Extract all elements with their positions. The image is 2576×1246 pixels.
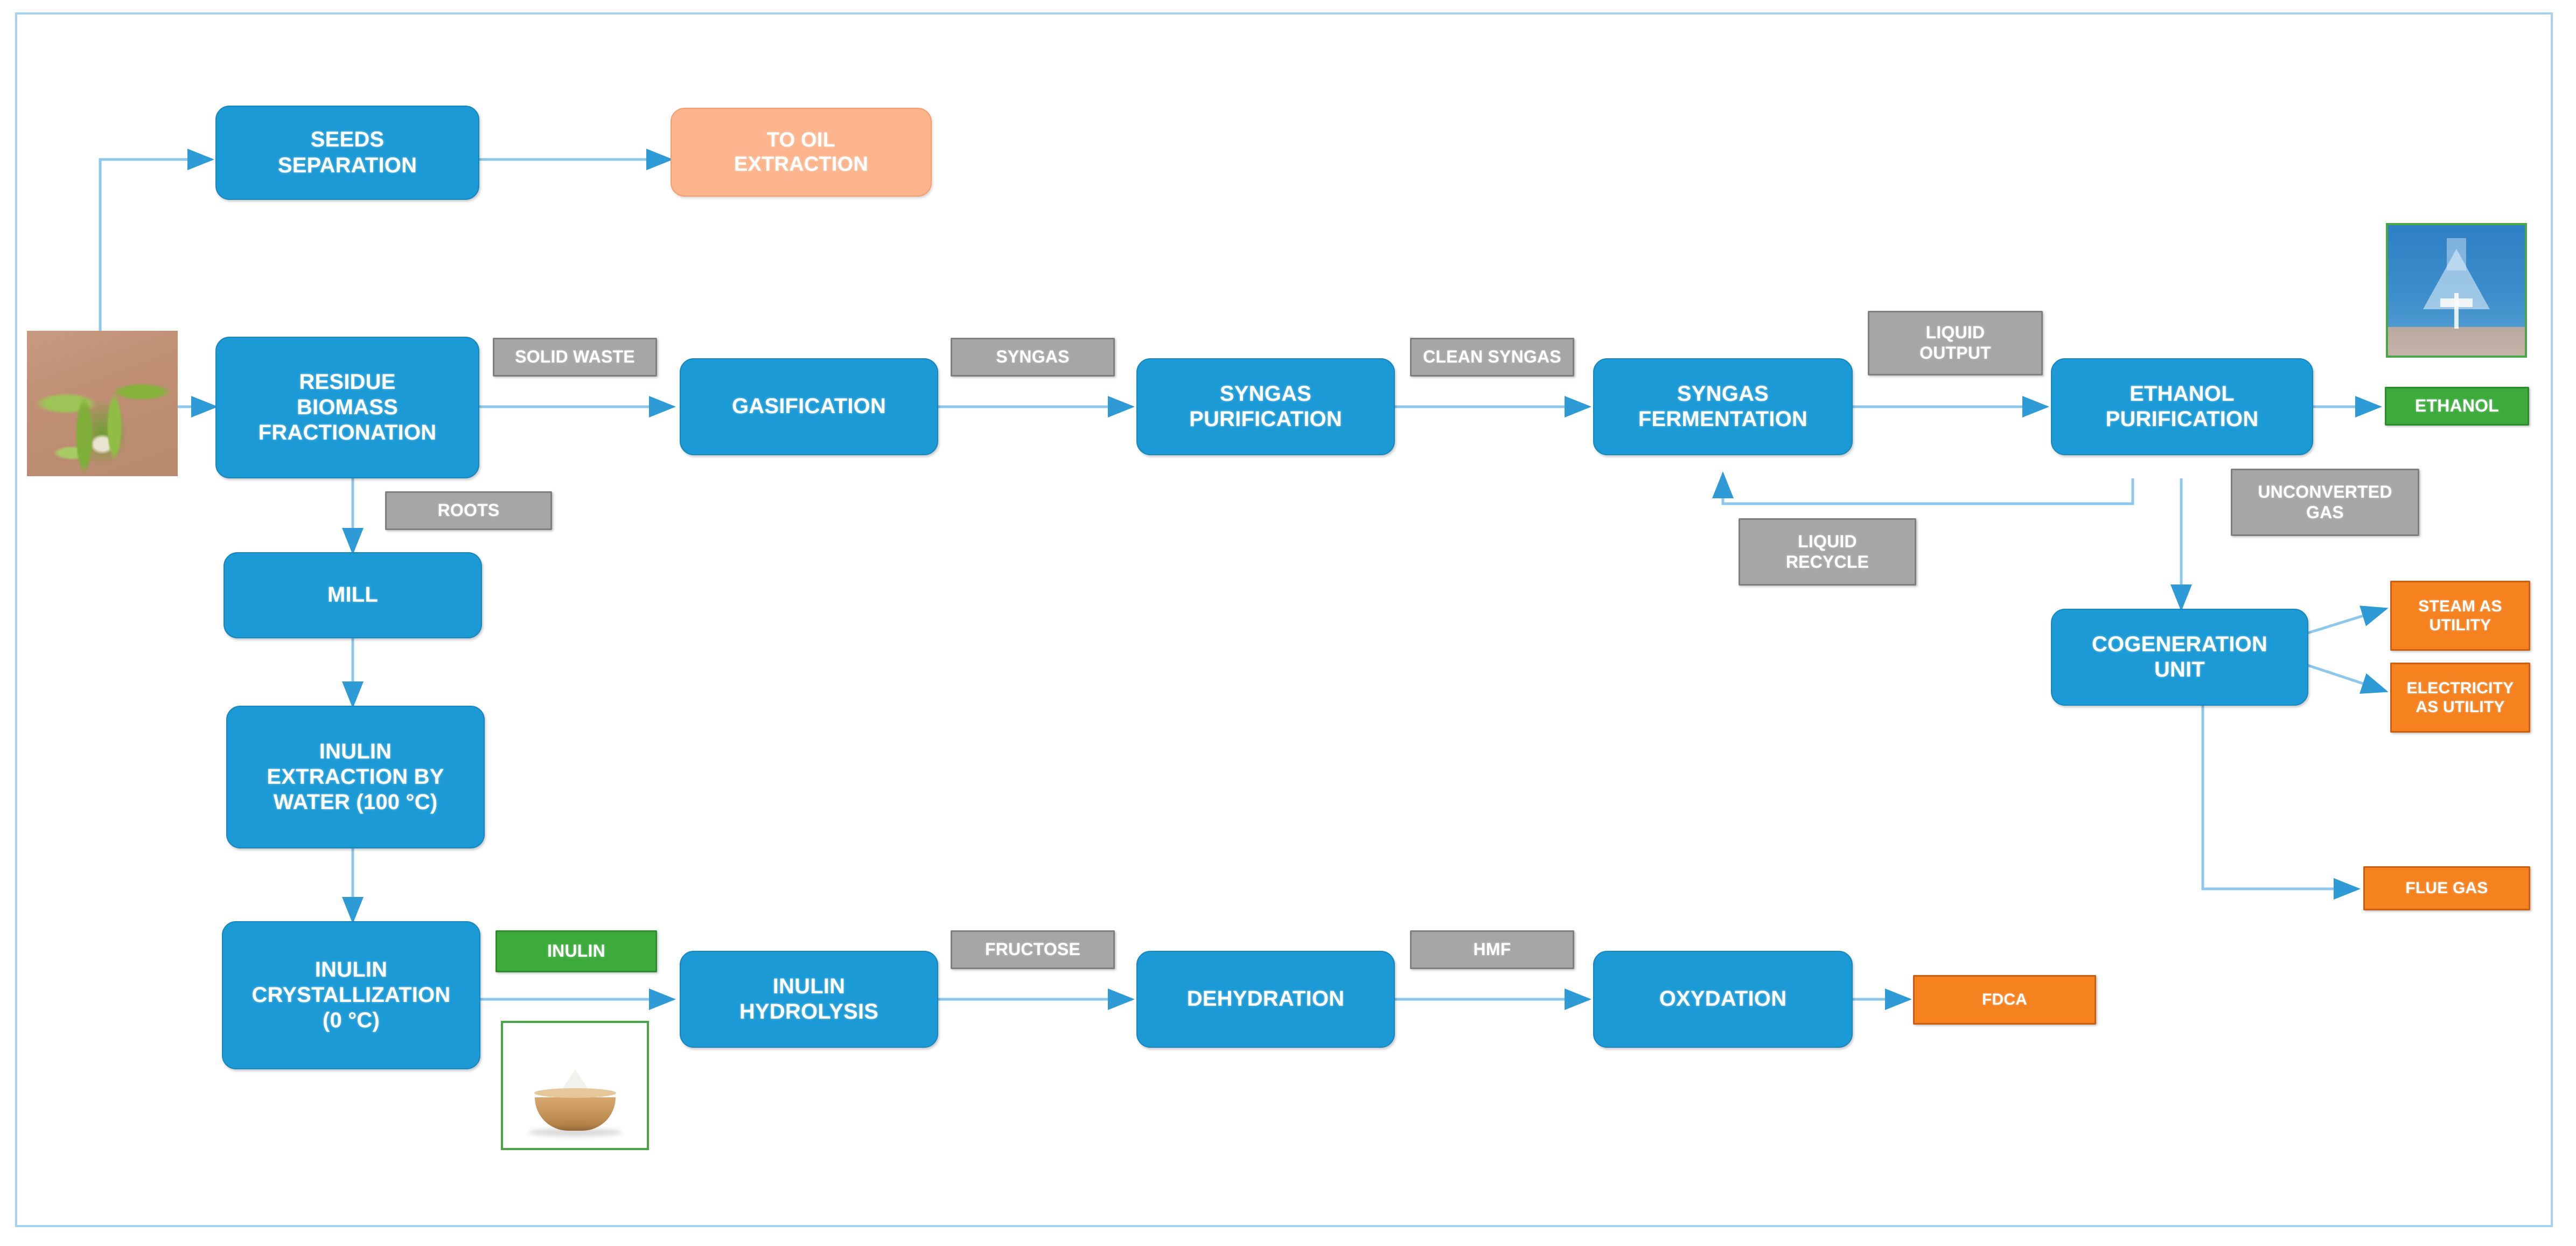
liquid-output-label-line1: LIQUID: [1925, 323, 1985, 343]
unconverted-gas-label-line2: GAS: [2306, 502, 2344, 522]
inulin-crystallization-label-line3: (0 °C): [322, 1008, 380, 1033]
hmf-label: HMF: [1473, 939, 1511, 959]
roots-label: ROOTS: [437, 500, 500, 520]
stream-label-hmf: HMF: [1410, 930, 1574, 969]
mill-label: MILL: [327, 583, 379, 607]
residue-biomass-label-line3: FRACTIONATION: [258, 421, 437, 445]
unconverted-gas-label-line1: UNCONVERTED: [2258, 482, 2392, 502]
agave-plant-photo: [27, 331, 178, 476]
stream-label-unconverted-gas: UNCONVERTED GAS: [2231, 469, 2419, 536]
inulin-label: INULIN: [547, 941, 605, 961]
product-flue-gas[interactable]: FLUE GAS: [2363, 866, 2530, 910]
process-syngas-fermentation[interactable]: SYNGAS FERMENTATION: [1593, 358, 1853, 455]
liquid-recycle-label-line1: LIQUID: [1798, 531, 1857, 551]
stream-label-inulin: INULIN: [495, 930, 657, 972]
steam-as-utility-label-line1: STEAM AS: [2418, 597, 2502, 615]
process-inulin-crystallization[interactable]: INULIN CRYSTALLIZATION (0 °C): [222, 921, 480, 1069]
gasification-label: GASIFICATION: [731, 394, 886, 419]
syngas-label: SYNGAS: [996, 347, 1070, 367]
seeds-separation-label-line2: SEPARATION: [277, 153, 417, 177]
ethanol-flask-photo: [2386, 223, 2527, 358]
stream-label-roots: ROOTS: [385, 491, 552, 530]
stream-label-fructose: FRUCTOSE: [951, 930, 1115, 969]
ethanol-product-label: ETHANOL: [2414, 396, 2500, 416]
syngas-fermentation-label-line1: SYNGAS: [1677, 381, 1769, 406]
ethanol-purification-label-line1: ETHANOL: [2130, 381, 2235, 406]
process-syngas-purification[interactable]: SYNGAS PURIFICATION: [1136, 358, 1395, 455]
inulin-crystallization-label-line1: INULIN: [315, 957, 388, 982]
product-to-oil-extraction[interactable]: TO OIL EXTRACTION: [671, 108, 932, 197]
inulin-extraction-label-line1: INULIN: [319, 739, 392, 763]
to-oil-extraction-label-line1: TO OIL: [766, 128, 836, 151]
inulin-hydrolysis-label-line2: HYDROLYSIS: [739, 1000, 879, 1024]
clean-syngas-label: CLEAN SYNGAS: [1423, 347, 1561, 367]
process-dehydration[interactable]: DEHYDRATION: [1136, 951, 1395, 1048]
stream-label-liquid-output: LIQUID OUTPUT: [1868, 311, 2043, 375]
syngas-fermentation-label-line2: FERMENTATION: [1638, 407, 1808, 431]
syngas-purification-label-line2: PURIFICATION: [1189, 407, 1342, 431]
product-ethanol[interactable]: ETHANOL: [2385, 387, 2529, 426]
product-fdca[interactable]: FDCA: [1913, 975, 2096, 1025]
stream-label-solid-waste: SOLID WASTE: [493, 338, 657, 377]
fructose-label: FRUCTOSE: [985, 939, 1081, 959]
cogeneration-label-line1: COGENERATION: [2091, 632, 2268, 656]
product-steam-as-utility[interactable]: STEAM AS UTILITY: [2390, 581, 2530, 651]
process-mill[interactable]: MILL: [224, 552, 482, 638]
syngas-purification-label-line1: SYNGAS: [1219, 381, 1312, 406]
process-inulin-extraction[interactable]: INULIN EXTRACTION BY WATER (100 °C): [226, 706, 485, 848]
solid-waste-label: SOLID WASTE: [515, 347, 635, 367]
electricity-as-utility-label-line1: ELECTRICITY: [2406, 679, 2514, 697]
inulin-extraction-label-line3: WATER (100 °C): [273, 790, 438, 815]
liquid-recycle-label-line2: RECYCLE: [1785, 552, 1869, 572]
stream-label-liquid-recycle: LIQUID RECYCLE: [1739, 518, 1916, 586]
process-gasification[interactable]: GASIFICATION: [680, 358, 938, 455]
process-inulin-hydrolysis[interactable]: INULIN HYDROLYSIS: [680, 951, 938, 1048]
process-seeds-separation[interactable]: SEEDS SEPARATION: [215, 106, 479, 200]
cogeneration-label-line2: UNIT: [2154, 658, 2205, 681]
to-oil-extraction-label-line2: EXTRACTION: [734, 152, 868, 176]
process-ethanol-purification[interactable]: ETHANOL PURIFICATION: [2051, 358, 2313, 455]
seeds-separation-label-line1: SEEDS: [310, 128, 385, 152]
stream-label-syngas: SYNGAS: [951, 338, 1115, 377]
product-electricity-as-utility[interactable]: ELECTRICITY AS UTILITY: [2390, 663, 2530, 733]
dehydration-label: DEHYDRATION: [1186, 987, 1345, 1011]
ethanol-purification-label-line2: PURIFICATION: [2105, 407, 2259, 431]
process-cogeneration-unit[interactable]: COGENERATION UNIT: [2051, 609, 2308, 706]
residue-biomass-label-line1: RESIDUE: [299, 370, 396, 394]
inulin-extraction-label-line2: EXTRACTION BY: [267, 764, 444, 789]
inulin-hydrolysis-label-line1: INULIN: [772, 974, 846, 998]
oxydation-label: OXYDATION: [1659, 987, 1787, 1011]
flue-gas-label: FLUE GAS: [2405, 879, 2488, 897]
liquid-output-label-line2: OUTPUT: [1919, 343, 1991, 363]
residue-biomass-label-line2: BIOMASS: [296, 395, 399, 419]
fdca-label: FDCA: [1981, 991, 2028, 1009]
steam-as-utility-label-line2: UTILITY: [2429, 616, 2491, 634]
inulin-powder-bowl-photo: [501, 1021, 649, 1150]
stream-label-clean-syngas: CLEAN SYNGAS: [1410, 338, 1574, 377]
electricity-as-utility-label-line2: AS UTILITY: [2416, 698, 2505, 716]
process-oxydation[interactable]: OXYDATION: [1593, 951, 1853, 1048]
inulin-crystallization-label-line2: CRYSTALLIZATION: [252, 983, 451, 1007]
process-residue-biomass-fractionation[interactable]: RESIDUE BIOMASS FRACTIONATION: [215, 337, 479, 478]
